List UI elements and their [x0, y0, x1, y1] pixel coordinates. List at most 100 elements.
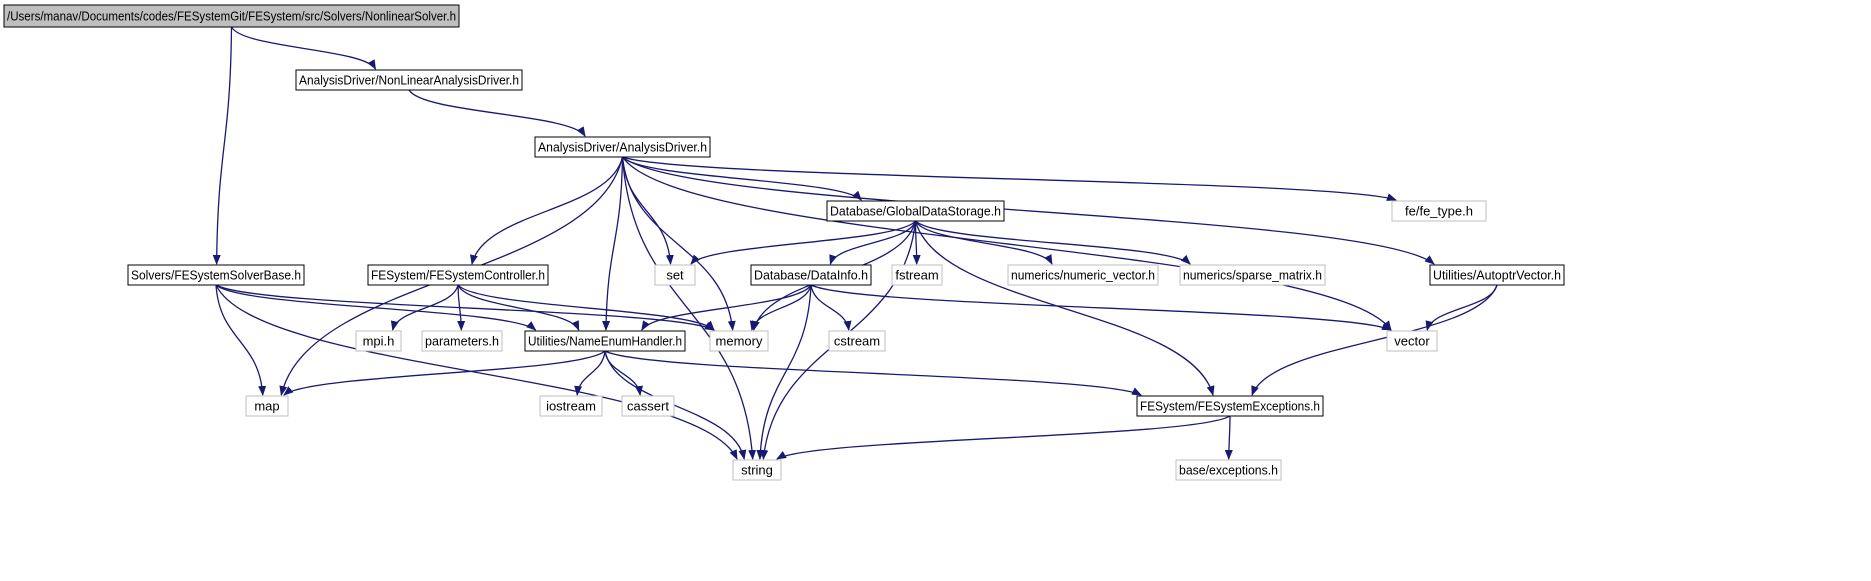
node-box [127, 264, 305, 286]
node-vector: vector [1386, 330, 1438, 352]
node-box [1391, 200, 1487, 222]
edge-n_fsc-to-n_memory [457, 284, 715, 331]
edge-n_ad-to-n_neh [602, 156, 624, 331]
nodes-layer: /Users/manav/Documents/codes/FESystemGit… [3, 4, 1565, 481]
edge-n_di-to-n_string [756, 284, 812, 460]
node-box [828, 330, 886, 352]
edge-n_fsc-to-n_neh [457, 284, 580, 331]
edge-n_ssb-to-n_memory [215, 284, 715, 331]
edge-n_ssb-to-n_map [215, 284, 267, 396]
edge-n_neh-to-n_string [604, 350, 747, 460]
node-box [355, 330, 402, 352]
edge-n_neh-to-n_map [283, 350, 606, 396]
node-fstream: fstream [891, 264, 943, 286]
node-memory: memory [709, 330, 769, 352]
node-ad[interactable]: AnalysisDriver/AnalysisDriver.h [534, 136, 711, 158]
edge-n_gds-to-n_set [690, 220, 917, 265]
node-box [891, 264, 943, 286]
node-cassert: cassert [621, 395, 675, 417]
edge-n_neh-to-n_fex [604, 350, 1142, 396]
node-apv[interactable]: Utilities/AutoptrVector.h [1429, 264, 1565, 286]
edge-n_gds-to-n_di [829, 220, 917, 265]
edge-n_ad-to-n_fsc [470, 156, 624, 265]
node-ssb[interactable]: Solvers/FESystemSolverBase.h [127, 264, 305, 286]
node-label: FESystem/FESystemController.h [371, 267, 545, 282]
node-label: /Users/manav/Documents/codes/FESystemGit… [7, 8, 456, 23]
node-label: base/exceptions.h [1179, 462, 1278, 477]
node-label: fe/fe_type.h [1405, 203, 1473, 218]
node-box [295, 69, 523, 91]
node-label: AnalysisDriver/AnalysisDriver.h [538, 139, 707, 154]
node-box [1136, 395, 1324, 417]
node-box [1175, 459, 1282, 481]
edge-n_ad-to-n_vector [621, 156, 1392, 331]
node-box [421, 330, 503, 352]
node-box [524, 330, 686, 352]
node-label: Utilities/AutoptrVector.h [1433, 267, 1561, 282]
node-label: AnalysisDriver/NonLinearAnalysisDriver.h [299, 72, 519, 87]
node-params: parameters.h [421, 330, 503, 352]
node-box [654, 264, 696, 286]
edge-n_neh-to-n_iostream [574, 350, 606, 396]
node-label: cstream [834, 333, 880, 348]
node-label: Database/DataInfo.h [754, 267, 868, 282]
edge-n_root-to-n_ssb [212, 26, 233, 265]
edge-n_fex-to-n_string [776, 415, 1231, 460]
node-set: set [654, 264, 696, 286]
node-base: base/exceptions.h [1175, 459, 1282, 481]
node-box [539, 395, 603, 417]
node-label: cassert [627, 398, 669, 413]
node-nlad[interactable]: AnalysisDriver/NonLinearAnalysisDriver.h [295, 69, 523, 91]
edge-n_fex-to-n_base [1224, 415, 1233, 460]
edge-n_fsc-to-n_params [457, 284, 466, 331]
node-label: memory [716, 333, 763, 348]
node-box [732, 459, 782, 481]
node-fex[interactable]: FESystem/FESystemExceptions.h [1136, 395, 1324, 417]
node-map: map [245, 395, 289, 417]
node-label: Solvers/FESystemSolverBase.h [131, 267, 301, 282]
node-label: vector [1394, 333, 1430, 348]
node-box [3, 4, 460, 28]
node-box [367, 264, 549, 286]
edge-n_ad-to-n_apv [622, 156, 1435, 265]
edges-layer [212, 26, 1498, 460]
edge-n_gds-to-n_sparse [915, 220, 1191, 265]
node-box [1179, 264, 1326, 286]
node-label: set [666, 267, 684, 282]
node-label: parameters.h [425, 333, 499, 348]
node-box [621, 395, 675, 417]
node-box [750, 264, 872, 286]
node-box [826, 200, 1005, 222]
edge-n_gds-to-n_fex [914, 220, 1215, 396]
edge-n_fsc-to-n_mpi [390, 284, 459, 331]
node-box [1429, 264, 1565, 286]
node-di[interactable]: Database/DataInfo.h [750, 264, 872, 286]
node-box [534, 136, 711, 158]
node-root[interactable]: /Users/manav/Documents/codes/FESystemGit… [3, 4, 460, 28]
node-box [245, 395, 289, 417]
edge-n_gds-to-n_numvec [914, 220, 1053, 265]
edge-n_ad-to-n_set [621, 156, 674, 265]
node-gds[interactable]: Database/GlobalDataStorage.h [826, 200, 1005, 222]
node-label: Database/GlobalDataStorage.h [830, 203, 1001, 218]
node-fetype: fe/fe_type.h [1391, 200, 1487, 222]
edge-n_gds-to-n_fstream [912, 220, 921, 265]
node-mpi: mpi.h [355, 330, 402, 352]
edge-n_apv-to-n_fex [1251, 284, 1498, 396]
node-fsc[interactable]: FESystem/FESystemController.h [367, 264, 549, 286]
edge-n_ad-to-n_string [621, 156, 757, 460]
node-label: fstream [895, 267, 938, 282]
node-iostream: iostream [539, 395, 603, 417]
node-label: map [254, 398, 279, 413]
node-neh[interactable]: Utilities/NameEnumHandler.h [524, 330, 686, 352]
edge-n_ssb-to-n_neh [215, 284, 537, 331]
edge-n_di-to-n_neh [641, 284, 812, 331]
node-box [1386, 330, 1438, 352]
node-label: FESystem/FESystemExceptions.h [1140, 398, 1320, 413]
node-label: numerics/numeric_vector.h [1011, 267, 1155, 282]
edge-n_ad-to-n_fetype [622, 156, 1397, 201]
node-label: Utilities/NameEnumHandler.h [528, 333, 682, 348]
node-string: string [732, 459, 782, 481]
node-box [1007, 264, 1159, 286]
